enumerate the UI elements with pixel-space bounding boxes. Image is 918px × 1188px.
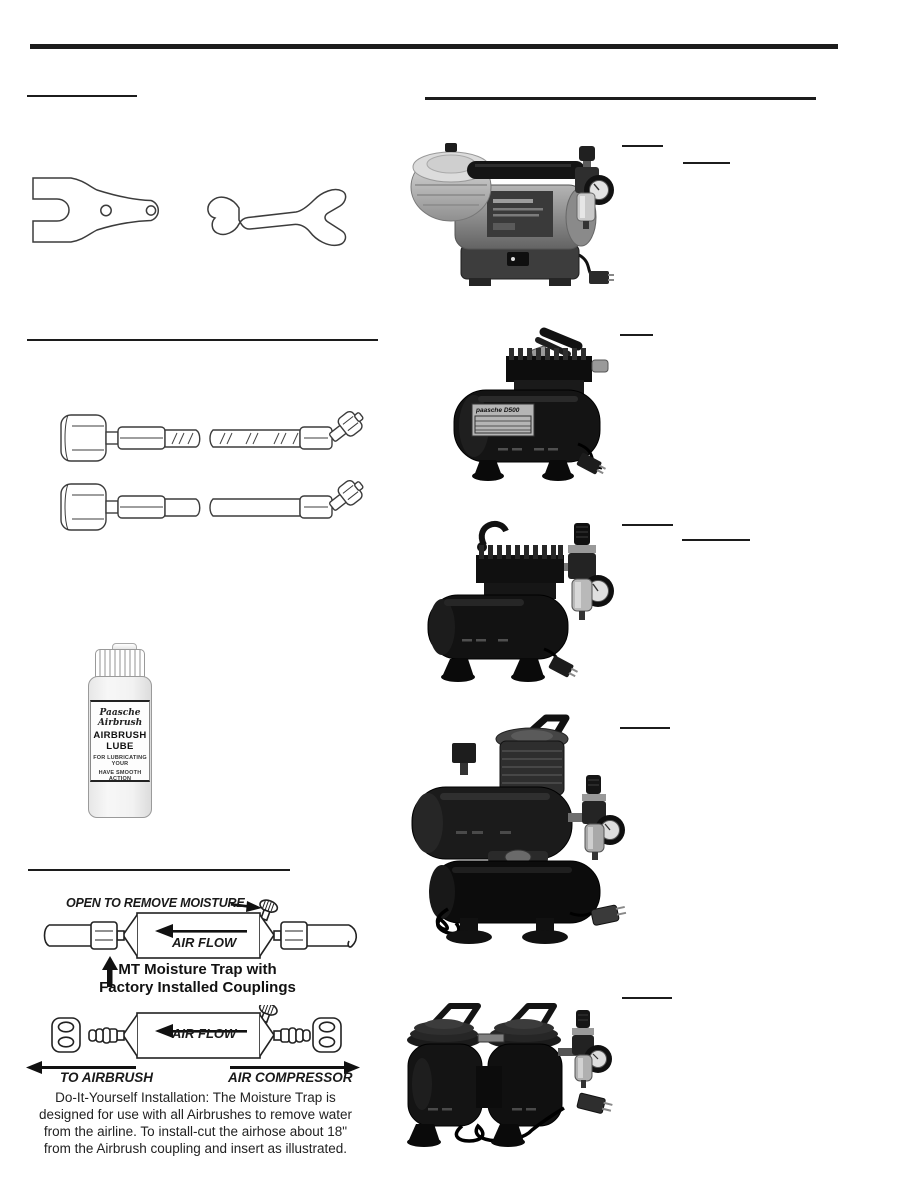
motor-body bbox=[427, 594, 569, 660]
suction-feet bbox=[407, 1124, 525, 1147]
compressor-photo-4 bbox=[411, 714, 627, 944]
power-plug bbox=[576, 1092, 613, 1114]
suction-feet bbox=[472, 460, 574, 481]
spec-plate-text: paasche D500 bbox=[475, 407, 520, 414]
compressor1-label-underline-a bbox=[622, 145, 663, 147]
regulator-unit-5 bbox=[558, 1010, 612, 1088]
coupling-pointer-arrow bbox=[102, 956, 118, 987]
vinyl-air-hose bbox=[60, 479, 364, 531]
install-note-line4: from the Airbrush coupling and insert as… bbox=[43, 1141, 348, 1156]
wing-coupling-right bbox=[312, 1017, 342, 1053]
wrench-illustrations bbox=[32, 177, 347, 247]
crossover-pipe bbox=[477, 1033, 505, 1043]
cylinder-head bbox=[495, 727, 569, 796]
install-note-line3: from the airline. To install-cut the air… bbox=[43, 1124, 348, 1139]
compressor1-label-underline-b bbox=[683, 162, 730, 164]
to-airbrush-arrow bbox=[26, 1061, 136, 1074]
mt-trap-caption-line2: Factory Installed Couplings bbox=[99, 979, 296, 996]
carry-handle bbox=[467, 161, 585, 179]
bottle-label-line2: HAVE SMOOTH ACTION bbox=[98, 770, 142, 782]
open-label-arrow bbox=[230, 901, 262, 912]
air-flow-label-2: AIR FLOW bbox=[172, 1026, 237, 1041]
section-underline-moisture-trap bbox=[28, 869, 290, 871]
to-airbrush-label: TO AIRBRUSH bbox=[60, 1070, 154, 1085]
cylinder-head bbox=[506, 348, 609, 396]
air-compressor-arrow bbox=[230, 1061, 360, 1074]
compressor-photo-1 bbox=[410, 143, 614, 286]
braided-air-hose bbox=[60, 410, 364, 462]
section-underline-wrenches bbox=[27, 95, 137, 97]
power-switch bbox=[507, 252, 529, 266]
install-note-line1: Do-It-Yourself Installation: The Moistur… bbox=[55, 1090, 336, 1105]
cylinder-head bbox=[476, 545, 564, 599]
air-flow-label-1: AIR FLOW bbox=[172, 935, 237, 950]
tank-feet bbox=[446, 918, 568, 944]
compressor3-label-underline-b bbox=[682, 539, 750, 541]
trap-cylinder-2 bbox=[136, 1012, 261, 1059]
regulator-unit-1 bbox=[575, 146, 614, 229]
power-cord bbox=[454, 1106, 565, 1143]
cylinder-heads bbox=[407, 1019, 561, 1049]
airbrush-lube-bottle: Paasche Airbrush AIRBRUSH LUBE FOR LUBRI… bbox=[88, 643, 152, 819]
regulator-unit-4 bbox=[568, 775, 625, 860]
power-plug bbox=[576, 452, 607, 475]
spec-plate: paasche D500 bbox=[471, 403, 535, 437]
mt-trap-caption-line1: MT Moisture Trap with bbox=[118, 961, 277, 978]
compressor5-label-underline bbox=[622, 997, 672, 999]
moisture-jar bbox=[574, 1054, 593, 1082]
bottle-cap bbox=[95, 649, 145, 678]
bottle-label-title: AIRBRUSH LUBE bbox=[93, 730, 147, 752]
moisture-trap-diagram-installed bbox=[43, 899, 358, 987]
hose-barb-right bbox=[280, 1027, 311, 1044]
air-compressor-label: AIR COMPRESSOR bbox=[228, 1070, 353, 1085]
bottle-label: Paasche Airbrush AIRBRUSH LUBE FOR LUBRI… bbox=[90, 700, 150, 782]
clamp-handle bbox=[478, 520, 509, 547]
switch-box bbox=[452, 743, 476, 763]
power-plug bbox=[590, 904, 627, 926]
moisture-trap-diagram-diy bbox=[26, 1005, 360, 1074]
compressor4-label-underline bbox=[620, 727, 670, 729]
open-to-remove-moisture-label: OPEN TO REMOVE MOISTURE bbox=[66, 896, 245, 910]
section-underline-hoses bbox=[27, 339, 378, 341]
top-rule bbox=[30, 44, 838, 49]
moisture-jar bbox=[584, 823, 605, 853]
power-plug bbox=[548, 655, 579, 678]
compressor-photo-2: paasche D500 bbox=[453, 327, 609, 481]
bottle-label-line1: FOR LUBRICATING YOUR bbox=[93, 755, 147, 767]
air-flow-arrow-2 bbox=[155, 1024, 247, 1038]
carry-handle bbox=[539, 327, 583, 351]
wing-coupling-left bbox=[51, 1017, 81, 1053]
open-end-wrench bbox=[207, 188, 347, 247]
install-note-line2: designed for use with all Airbrushes to … bbox=[39, 1107, 352, 1122]
air-hose-illustrations bbox=[60, 410, 364, 531]
section-underline-compressors bbox=[425, 97, 816, 100]
regulator-unit-3 bbox=[564, 523, 614, 620]
moisture-jar bbox=[576, 192, 596, 222]
compressor2-label-underline bbox=[620, 334, 653, 336]
hose-barb-left bbox=[88, 1027, 118, 1044]
bottle-label-script: Paasche Airbrush bbox=[97, 708, 143, 728]
compressor3-label-underline-a bbox=[622, 524, 673, 526]
suction-feet bbox=[441, 659, 545, 682]
flat-airbrush-wrench bbox=[32, 177, 160, 243]
compressor-photo-5 bbox=[407, 1003, 613, 1147]
drain-valve bbox=[259, 899, 279, 922]
air-outlet bbox=[591, 359, 609, 373]
air-flow-arrow bbox=[155, 924, 247, 938]
compressor-photo-3 bbox=[427, 520, 614, 682]
